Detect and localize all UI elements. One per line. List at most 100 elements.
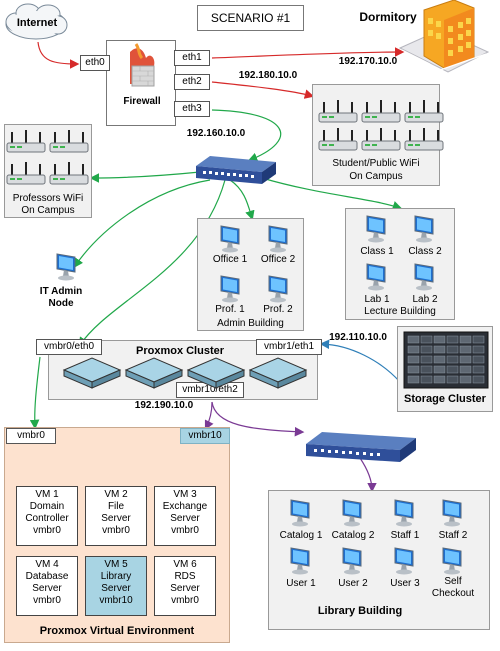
library-pc-label: Staff 1: [390, 530, 420, 541]
vm-card-line: Domain: [29, 501, 65, 512]
vm-card-line: VM 4: [35, 559, 59, 570]
library-pc-label: User 1: [286, 578, 316, 589]
student-wifi-box: [312, 84, 440, 186]
link-switch-proxmox: [78, 179, 226, 347]
library-pc-label: User 2: [338, 578, 368, 589]
vmbr0-eth0-port: vmbr0/eth0: [36, 339, 102, 355]
it-admin-label-2: Node: [48, 298, 74, 309]
vmbr1-eth1-port: vmbr1/eth1: [256, 339, 322, 355]
pc-icon: [442, 499, 462, 527]
admin-pc-label: Office 2: [260, 254, 296, 265]
vm-card-line: Server: [101, 513, 131, 524]
professors-access-point-icon: [49, 130, 89, 153]
pc-icon: [342, 499, 362, 527]
eth1-port: eth1: [174, 50, 210, 66]
link-libswitch-library: [359, 457, 377, 493]
vm-card-line: VM 2: [104, 489, 128, 500]
pc-icon: [366, 263, 386, 291]
library-pc-label: Self: [444, 576, 462, 587]
vm-card-line: Exchange: [162, 501, 208, 512]
vm-card-line: File: [107, 501, 125, 512]
vm-card-line: Server: [32, 583, 62, 594]
firewall-label: Firewall: [123, 96, 161, 107]
vm-card-line: Server: [101, 583, 131, 594]
student-access-point-icon: [318, 128, 358, 151]
vm-card-line: VM 1: [35, 489, 59, 500]
pc-icon: [290, 499, 310, 527]
pc-icon: [268, 275, 288, 303]
lecture-pc-label: Class 2: [408, 246, 442, 257]
link-switch-admin: [229, 179, 255, 221]
professors-access-point-icon: [6, 162, 46, 185]
lecture-pc-label: Lab 1: [364, 294, 390, 305]
internet-label: Internet: [16, 17, 58, 29]
link-switch-lecture: [261, 177, 403, 211]
link-proxmox-vmbr0: [29, 356, 41, 430]
server-node-icon: [124, 357, 184, 389]
vm-card-line: Library: [100, 571, 132, 582]
switch-ip: 192.160.10.0: [186, 128, 246, 139]
professors-access-point-icon: [6, 130, 46, 153]
link-proxmox-vmbr10: [204, 401, 214, 431]
vm-card-line: vmbr0: [33, 595, 61, 606]
link-storage-proxmox: [319, 339, 401, 383]
student-wifi-label-2: On Campus: [349, 171, 403, 182]
student-access-point-icon: [361, 100, 401, 123]
scenario-title-box: SCENARIO #1: [197, 5, 304, 31]
vm-card-line: VM 3: [173, 489, 197, 500]
vm-card-line: RDS: [174, 571, 196, 582]
pc-icon: [220, 275, 240, 303]
server-node-icon: [62, 357, 122, 389]
link-switch-professors: [89, 171, 201, 183]
lecture-pc-label: Lab 2: [412, 294, 438, 305]
vm-card-line: vmbr10: [99, 595, 133, 606]
library-pc-label: Checkout: [431, 588, 475, 599]
pc-icon: [394, 547, 414, 575]
pc-icon: [366, 215, 386, 243]
library-pc-label: Catalog 2: [331, 530, 375, 541]
link-eth3-switch: [211, 109, 282, 162]
vm-card-line: Controller: [25, 513, 69, 524]
lecture-building-box: [345, 208, 455, 320]
link-eth2-student: [211, 81, 315, 99]
vm-card-line: vmbr0: [33, 525, 61, 536]
vm-card-line: Server: [170, 513, 200, 524]
professors-wifi-label-1: Professors WiFi: [12, 193, 84, 204]
it-admin-label-1: IT Admin: [39, 286, 83, 297]
link-eth1-dormitory: [211, 47, 405, 59]
student-access-point-icon: [404, 100, 444, 123]
eth3-port: eth3: [174, 101, 210, 117]
library-pc-label: Staff 2: [438, 530, 468, 541]
vm-card-line: vmbr0: [171, 525, 199, 536]
pc-icon: [414, 215, 434, 243]
pve-label: Proxmox Virtual Environment: [39, 625, 195, 637]
pc-icon: [56, 253, 76, 281]
professors-wifi-box: [4, 124, 92, 218]
pc-icon: [220, 225, 240, 253]
firewall-box: [106, 40, 176, 126]
admin-pc-label: Prof. 1: [215, 304, 245, 315]
link-internet-eth0: [37, 41, 80, 69]
lecture-building-label: Lecture Building: [364, 306, 436, 317]
admin-building-label: Admin Building: [217, 318, 284, 329]
professors-wifi-label-2: On Campus: [21, 205, 75, 216]
vm-card-line: vmbr0: [171, 595, 199, 606]
server-node-icon: [186, 357, 246, 389]
student-access-point-icon: [318, 100, 358, 123]
pc-icon: [442, 547, 462, 575]
dorm-ip: 192.170.10.0: [338, 56, 398, 67]
pc-icon: [394, 499, 414, 527]
eth2-port: eth2: [174, 74, 210, 90]
admin-pc-label: Office 1: [212, 254, 248, 265]
pc-icon: [268, 225, 288, 253]
vm-card-line: VM 5: [104, 559, 128, 570]
server-node-icon: [248, 357, 308, 389]
vm-card-line: Database: [25, 571, 69, 582]
link-switch-itadmin: [73, 179, 211, 268]
library-building-label: Library Building: [317, 605, 403, 617]
pc-icon: [342, 547, 362, 575]
